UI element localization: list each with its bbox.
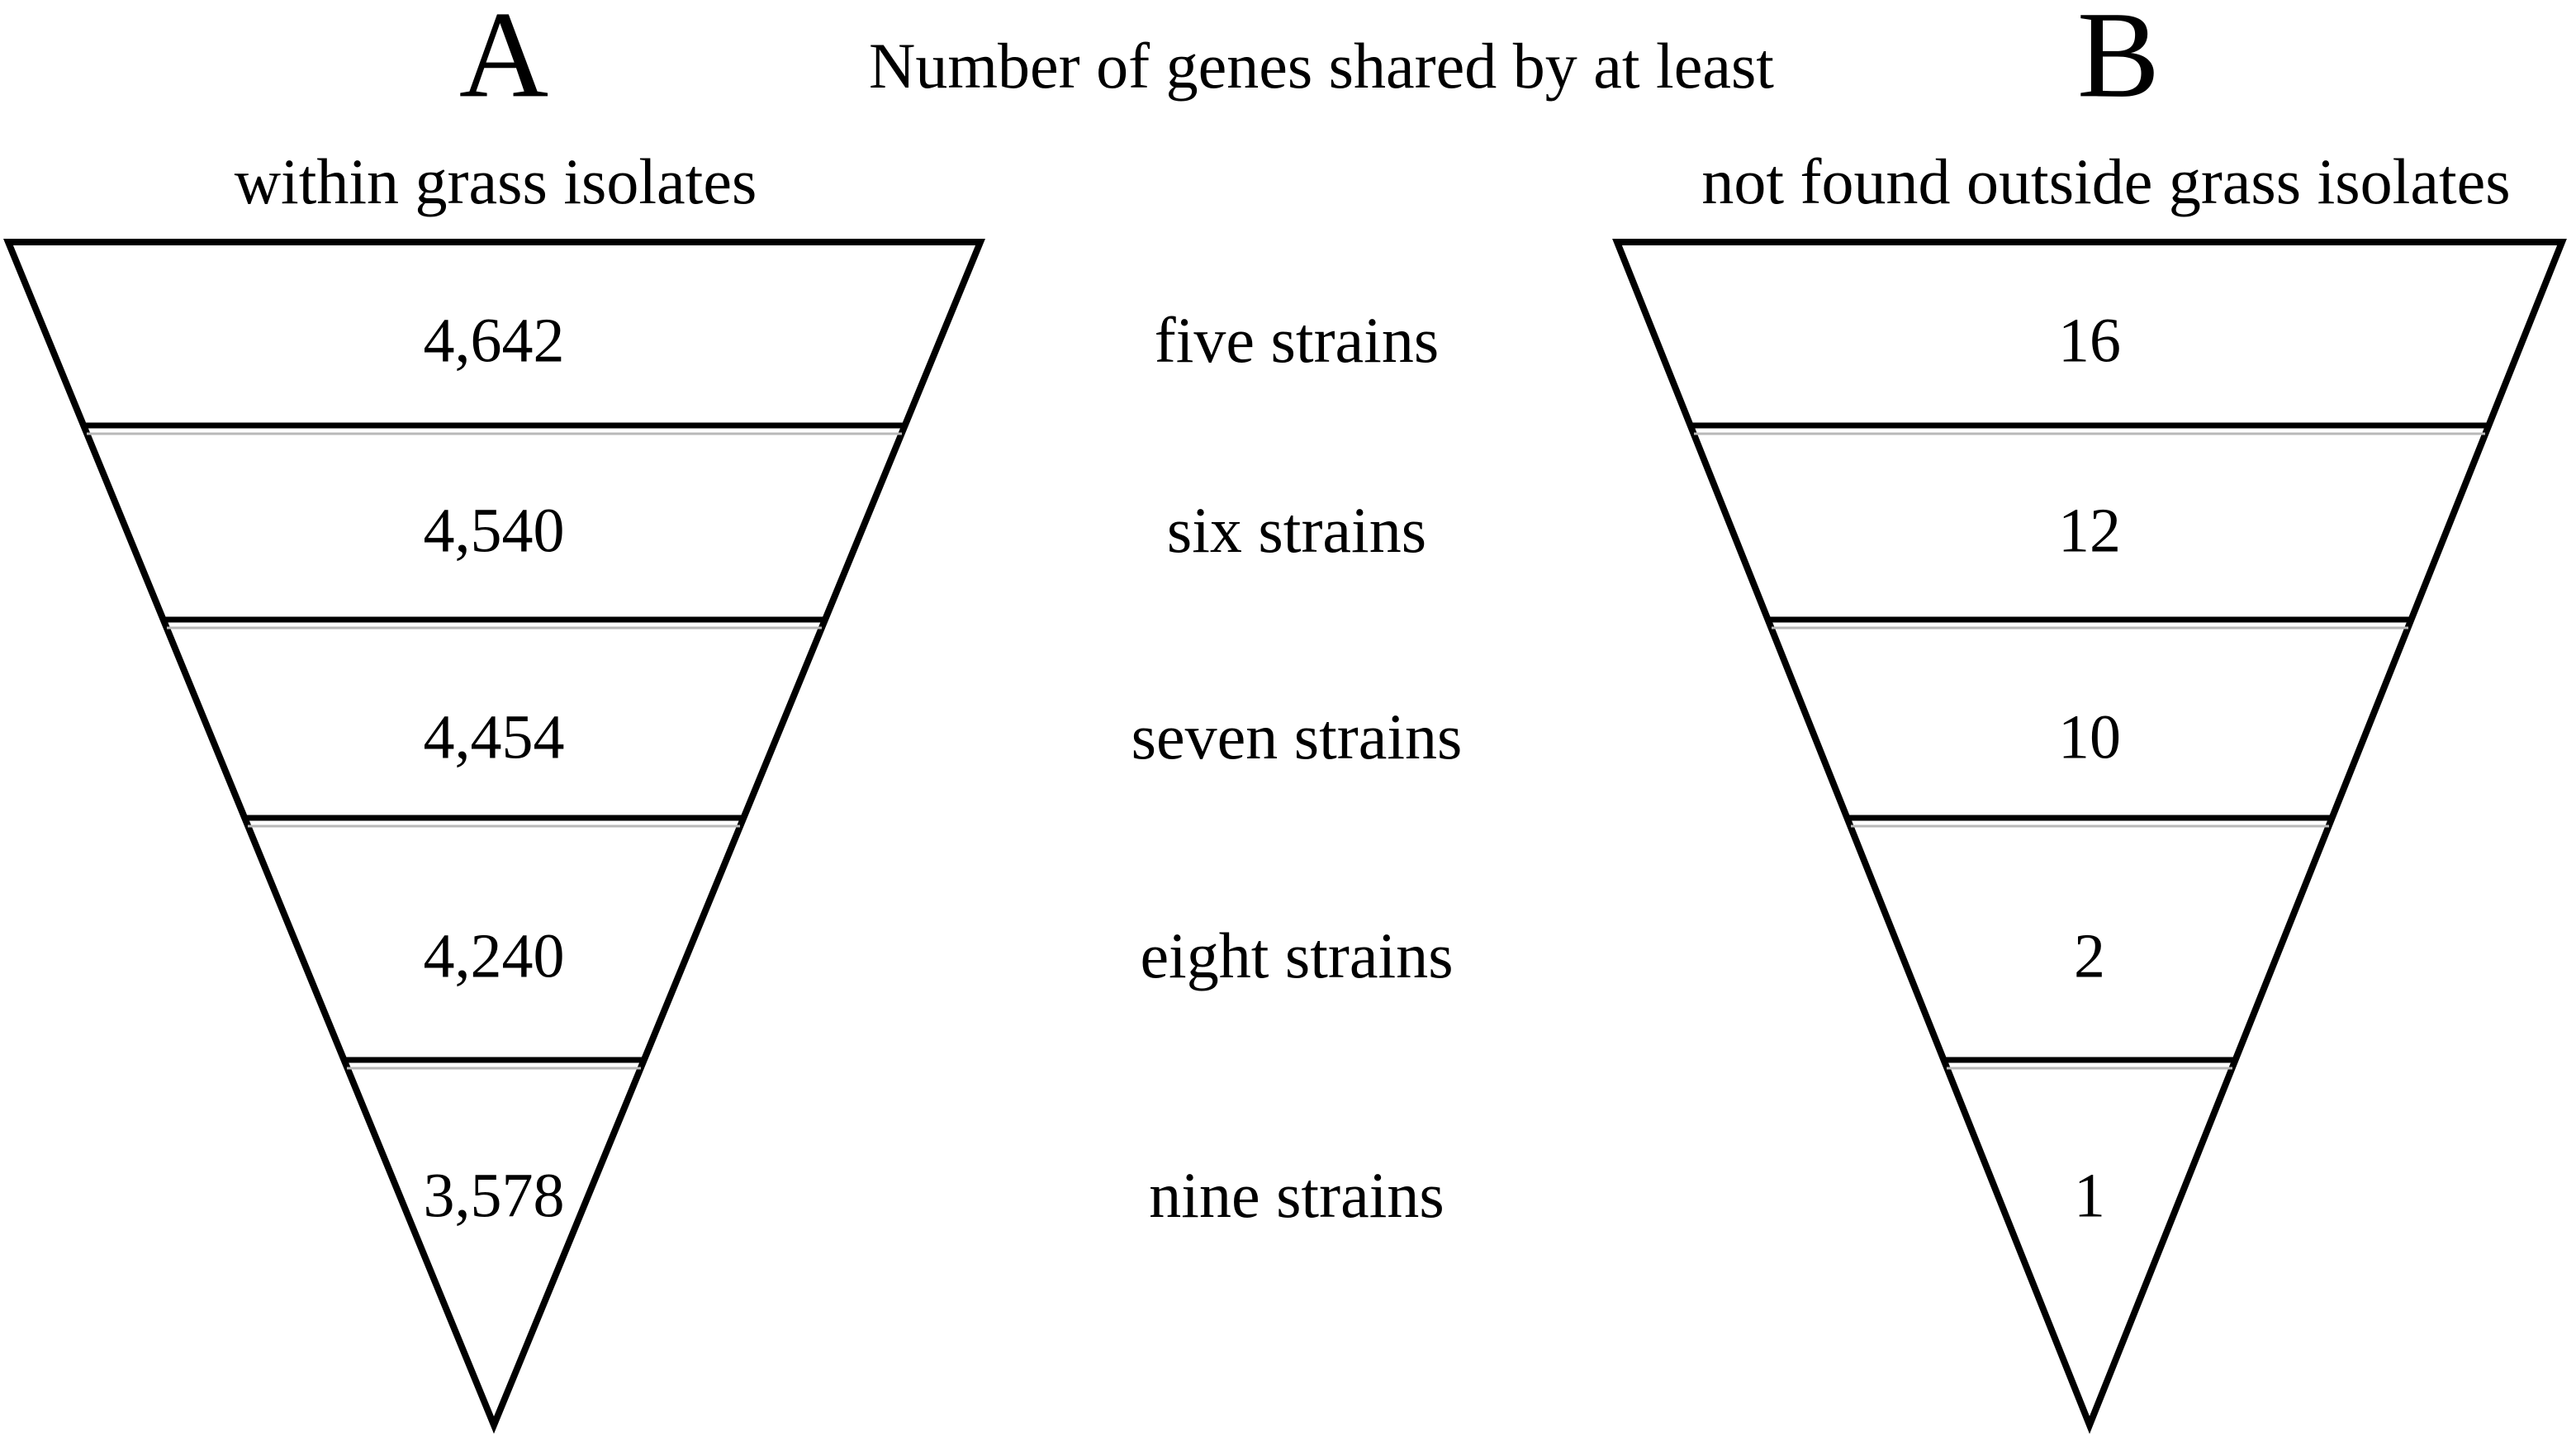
funnel-a-value-3: 4,454 bbox=[424, 702, 565, 772]
funnel-b-outline bbox=[1612, 239, 2567, 1434]
funnel-b-value-2: 12 bbox=[2058, 496, 2121, 565]
funnel-a-value-5: 3,578 bbox=[424, 1161, 565, 1230]
panel-a-subtitle: within grass isolates bbox=[235, 145, 757, 217]
funnel-a-outline bbox=[3, 239, 985, 1434]
funnel-a-value-2: 4,540 bbox=[424, 496, 565, 565]
strain-label-5: nine strains bbox=[1149, 1159, 1444, 1231]
panel-b-subtitle: not found outside grass isolates bbox=[1701, 145, 2510, 217]
panel-b-letter: B bbox=[2077, 0, 2160, 123]
strain-label-2: six strains bbox=[1167, 494, 1426, 566]
strain-label-1: five strains bbox=[1155, 304, 1439, 376]
funnel-b-value-3: 10 bbox=[2058, 702, 2121, 772]
funnel-b-value-5: 1 bbox=[2074, 1161, 2105, 1230]
strain-label-4: eight strains bbox=[1140, 919, 1453, 991]
figure-title: Number of genes shared by at least bbox=[869, 30, 1774, 102]
funnel-b-value-1: 16 bbox=[2058, 306, 2121, 375]
funnel-a-value-1: 4,642 bbox=[424, 306, 565, 375]
funnel-b-value-4: 2 bbox=[2074, 921, 2105, 991]
strain-label-3: seven strains bbox=[1131, 701, 1463, 772]
funnel-a-value-4: 4,240 bbox=[424, 921, 565, 991]
panel-a-letter: A bbox=[459, 0, 548, 123]
